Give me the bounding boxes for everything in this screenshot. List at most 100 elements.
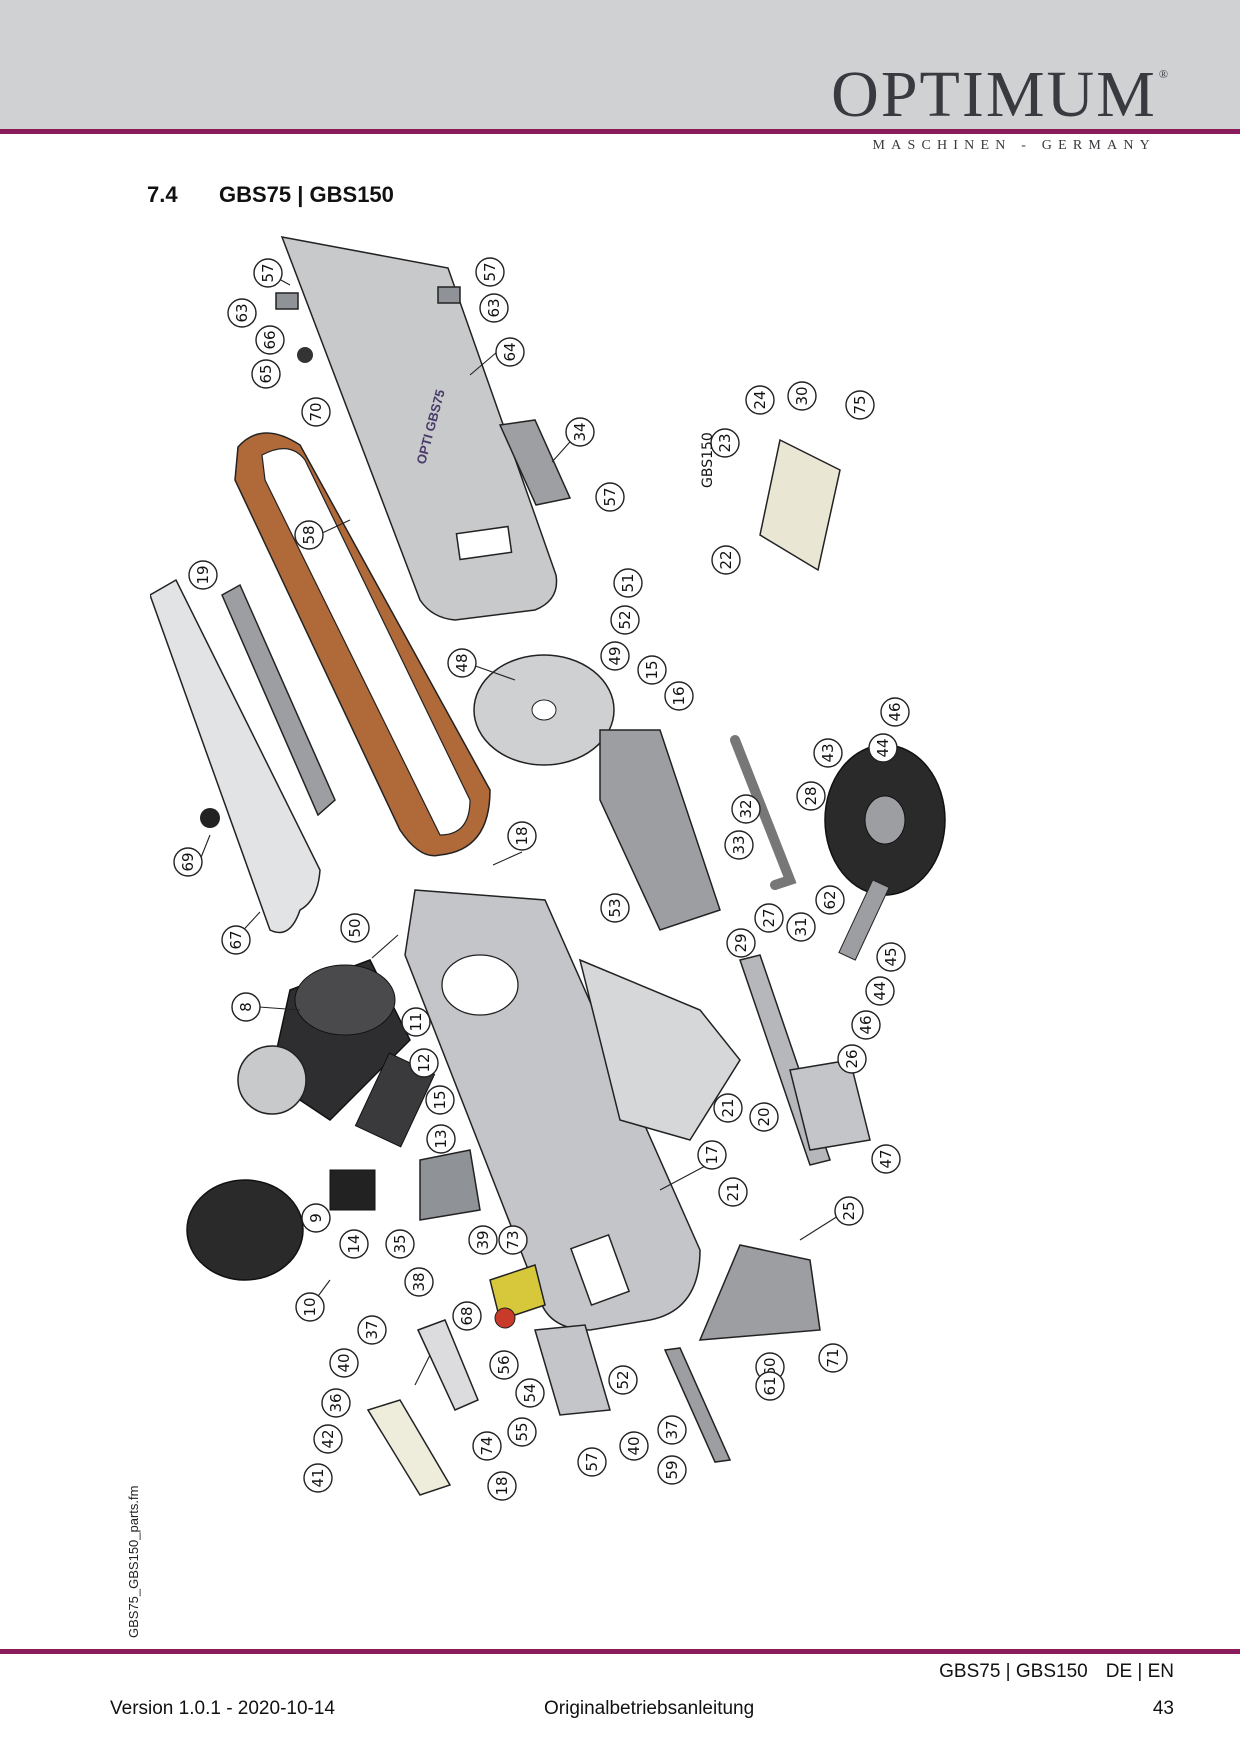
callout: 50 xyxy=(340,913,370,943)
emergency-stop-68 xyxy=(489,1264,546,1321)
svg-text:25: 25 xyxy=(840,1201,858,1220)
callout: 30 xyxy=(787,381,817,411)
callout: 35 xyxy=(385,1229,415,1259)
callout: 63 xyxy=(227,298,257,328)
svg-text:9: 9 xyxy=(307,1213,325,1223)
svg-text:29: 29 xyxy=(732,933,750,952)
fan-9 xyxy=(237,1045,307,1115)
callout: 32 xyxy=(731,794,761,824)
footer-version: Version 1.0.1 - 2020-10-14 xyxy=(110,1698,335,1719)
svg-text:15: 15 xyxy=(643,660,661,679)
svg-text:8: 8 xyxy=(237,1002,255,1012)
callout: 63 xyxy=(479,293,509,323)
callout: 68 xyxy=(452,1301,482,1331)
guard-36 xyxy=(366,1399,452,1496)
svg-text:46: 46 xyxy=(886,702,904,721)
svg-text:37: 37 xyxy=(663,1420,681,1439)
switch-14 xyxy=(329,1169,376,1211)
bracket-16 xyxy=(599,729,721,931)
handle-28 xyxy=(730,735,797,890)
callout: 21 xyxy=(713,1093,743,1123)
callout: 24 xyxy=(745,385,775,415)
svg-text:43: 43 xyxy=(819,743,837,762)
guard-window xyxy=(455,525,513,561)
callout: 57 xyxy=(595,482,625,512)
brand-logo: OPTIMUM® xyxy=(831,62,1170,128)
svg-text:39: 39 xyxy=(474,1230,492,1249)
variant-label: GBS150 xyxy=(700,432,716,488)
svg-text:70: 70 xyxy=(307,402,325,421)
svg-text:74: 74 xyxy=(478,1436,496,1455)
section-title: GBS75 | GBS150 xyxy=(219,182,394,207)
callout: 19 xyxy=(188,560,218,590)
svg-text:14: 14 xyxy=(345,1234,363,1253)
svg-text:20: 20 xyxy=(755,1107,773,1126)
bar-59 xyxy=(663,1347,732,1463)
svg-text:42: 42 xyxy=(319,1429,337,1448)
side-frame-19 xyxy=(221,583,336,817)
callout: 18 xyxy=(507,821,537,851)
header-rule xyxy=(0,129,1240,134)
svg-text:32: 32 xyxy=(737,799,755,818)
svg-text:36: 36 xyxy=(327,1393,345,1412)
header-band xyxy=(0,0,1240,130)
callout: 51 xyxy=(613,568,643,598)
bracket-35 xyxy=(419,1149,481,1221)
callout: 53 xyxy=(600,893,630,923)
callout: 44 xyxy=(865,976,895,1006)
section-heading: 7.4 GBS75 | GBS150 xyxy=(147,182,394,208)
svg-text:49: 49 xyxy=(606,646,624,665)
svg-text:59: 59 xyxy=(663,1460,681,1479)
callout: 8 xyxy=(231,992,261,1022)
callout: 13 xyxy=(426,1124,456,1154)
svg-text:63: 63 xyxy=(233,303,251,322)
side-file-label: GBS75_GBS150_parts.fm xyxy=(126,1485,141,1638)
callout: 38 xyxy=(404,1267,434,1297)
callout: 69 xyxy=(173,847,203,877)
svg-text:35: 35 xyxy=(391,1234,409,1253)
callout: 12 xyxy=(409,1048,439,1078)
svg-text:40: 40 xyxy=(335,1353,353,1372)
svg-text:69: 69 xyxy=(179,852,197,871)
callout: 14 xyxy=(339,1229,369,1259)
svg-text:28: 28 xyxy=(802,786,820,805)
hinge-left xyxy=(275,292,299,310)
callout: 57 xyxy=(577,1447,607,1477)
callout: 55 xyxy=(507,1417,537,1447)
callout: 10 xyxy=(295,1292,325,1322)
callout: 54 xyxy=(515,1378,545,1408)
svg-text:21: 21 xyxy=(719,1098,737,1117)
svg-text:34: 34 xyxy=(571,422,589,441)
callout: 20 xyxy=(749,1102,779,1132)
svg-text:55: 55 xyxy=(513,1422,531,1441)
callout: 31 xyxy=(786,912,816,942)
svg-text:65: 65 xyxy=(257,364,275,383)
svg-text:57: 57 xyxy=(481,262,499,281)
section-number: 7.4 xyxy=(147,182,178,207)
svg-text:44: 44 xyxy=(874,738,892,757)
shaft-45 xyxy=(838,879,890,961)
svg-text:68: 68 xyxy=(458,1306,476,1325)
svg-text:53: 53 xyxy=(606,898,624,917)
callout: 16 xyxy=(664,681,694,711)
svg-text:16: 16 xyxy=(670,686,688,705)
svg-text:15: 15 xyxy=(431,1090,449,1109)
svg-text:51: 51 xyxy=(619,573,637,592)
svg-text:24: 24 xyxy=(751,390,769,409)
callout: 37 xyxy=(657,1415,687,1445)
callout: 52 xyxy=(610,605,640,635)
svg-text:41: 41 xyxy=(309,1468,327,1487)
hinge-right xyxy=(437,286,461,304)
side-panel xyxy=(578,958,741,1141)
svg-text:44: 44 xyxy=(871,981,889,1000)
svg-text:66: 66 xyxy=(261,330,279,349)
callout: 58 xyxy=(294,520,324,550)
guard-74 xyxy=(416,1319,479,1411)
svg-text:12: 12 xyxy=(415,1053,433,1072)
callout: 41 xyxy=(303,1463,333,1493)
callout: 61 xyxy=(755,1371,785,1401)
svg-text:62: 62 xyxy=(821,890,839,909)
footer-rule xyxy=(0,1649,1240,1654)
svg-text:47: 47 xyxy=(877,1149,895,1168)
